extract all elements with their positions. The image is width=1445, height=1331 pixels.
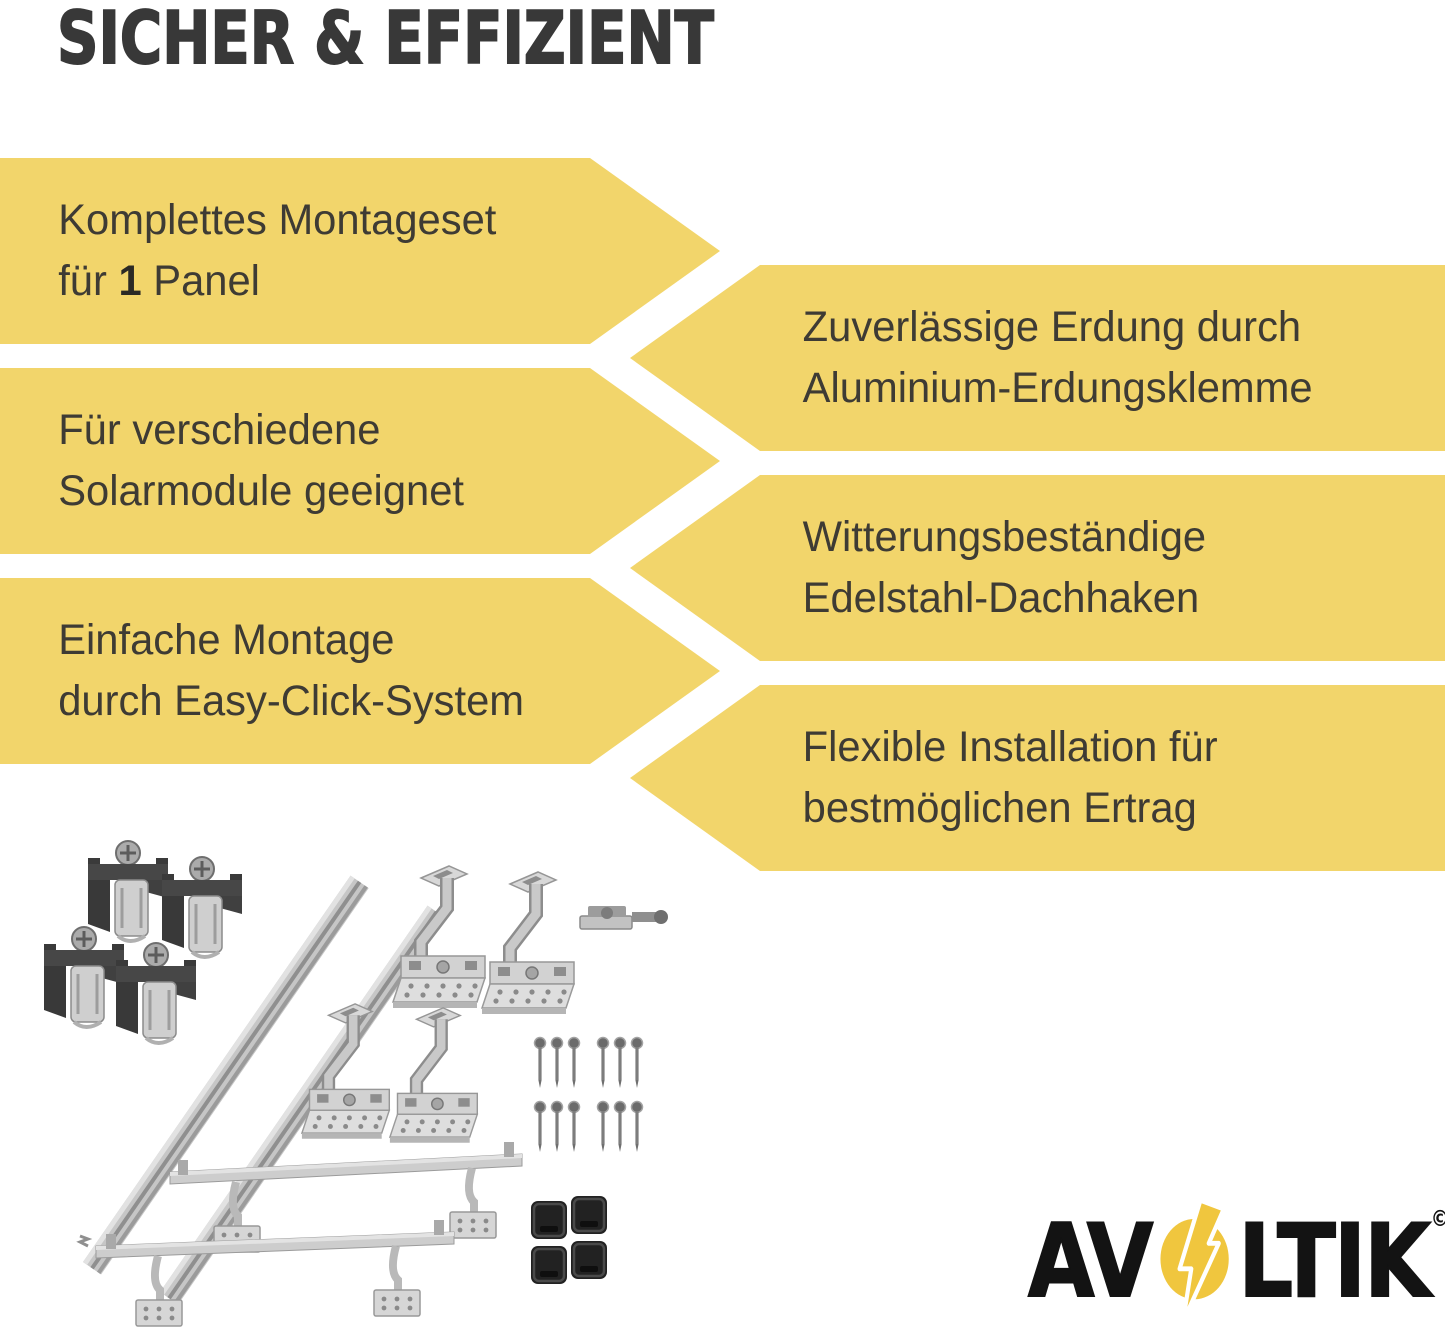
page-title: SICHER & EFFIZIENT [56, 0, 715, 81]
benefit-banner-complete-set: Komplettes Montageset für 1 Panel [0, 158, 720, 344]
banner-line: durch Easy-Click-System [58, 677, 525, 725]
benefit-banner-flexible: Flexible Installation für bestmöglichen … [630, 685, 1445, 871]
banner-text: Für verschiedene Solarmodule geeignet [0, 400, 464, 522]
benefit-banner-grounding: Zuverlässige Erdung durch Aluminium-Erdu… [630, 265, 1445, 451]
banner-line: bestmöglichen Ertrag [802, 784, 1197, 832]
brand-logo: AV LTIK © [1027, 1193, 1445, 1329]
banner-text: Witterungsbeständige Edelstahl-Dachhaken [630, 507, 1206, 629]
banner-line-bold: 1 [118, 257, 142, 305]
lightning-bolt-icon [1160, 1197, 1230, 1325]
benefit-banner-weatherproof: Witterungsbeständige Edelstahl-Dachhaken [630, 475, 1445, 661]
benefit-banner-easy-click: Einfache Montage durch Easy-Click-System [0, 578, 720, 764]
benefit-banner-modules: Für verschiedene Solarmodule geeignet [0, 368, 720, 554]
banner-line: Witterungsbeständige [802, 512, 1207, 561]
assembled-rails [76, 1142, 523, 1326]
banner-line-prefix: für [58, 257, 119, 305]
copyright-mark: © [1431, 1207, 1445, 1232]
banner-line: Zuverlässige Erdung durch [802, 302, 1302, 351]
banner-text: Einfache Montage durch Easy-Click-System [0, 610, 524, 732]
banner-line-suffix: Panel [141, 257, 260, 305]
product-photo [42, 839, 668, 1331]
module-clamps [42, 839, 244, 1045]
banner-line: Edelstahl-Dachhaken [802, 574, 1200, 622]
banner-text: Komplettes Montageset für 1 Panel [0, 190, 496, 312]
banner-line: Komplettes Montageset [58, 195, 497, 244]
banner-text: Zuverlässige Erdung durch Aluminium-Erdu… [630, 297, 1313, 419]
banner-line: Aluminium-Erdungsklemme [802, 364, 1313, 412]
banner-line: Flexible Installation für [802, 722, 1218, 771]
grounding-clamp [579, 906, 668, 930]
logo-text-suffix: LTIK [1238, 1201, 1432, 1320]
hanger-bolts [533, 1036, 644, 1153]
logo-text-prefix: AV [1027, 1201, 1154, 1320]
banner-text: Flexible Installation für bestmöglichen … [630, 717, 1218, 839]
banner-line: Für verschiedene [58, 405, 381, 454]
end-caps [529, 1194, 609, 1286]
banner-line: Einfache Montage [58, 615, 395, 664]
banner-line: Solarmodule geeignet [58, 467, 465, 515]
